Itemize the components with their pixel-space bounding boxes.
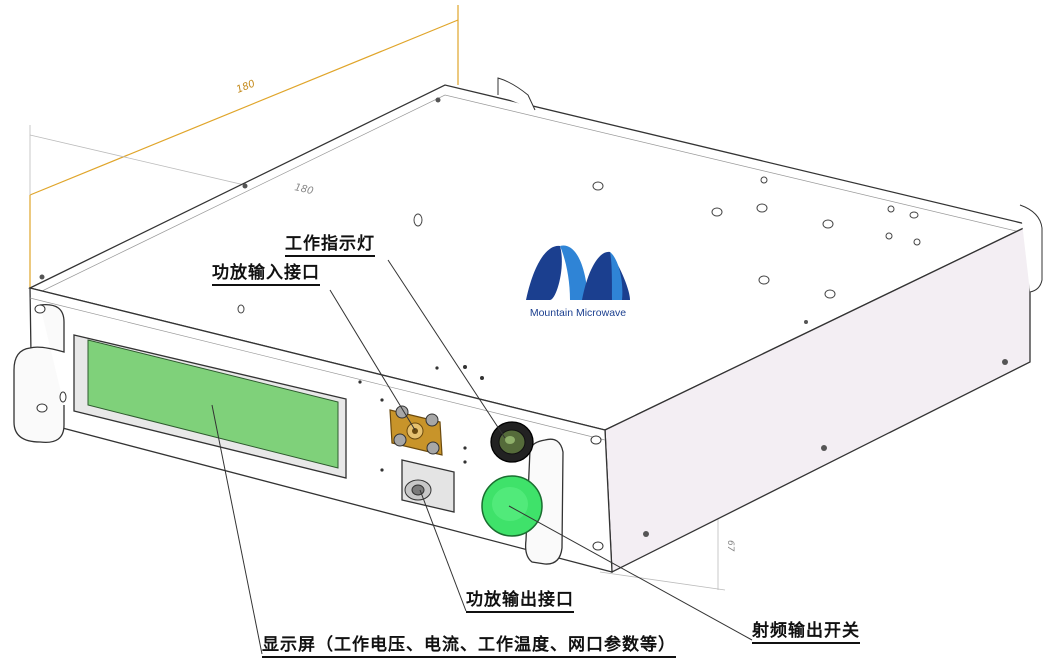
label-input-port: 功放输入接口	[212, 265, 320, 286]
top-holes	[237, 176, 921, 314]
label-output-port: 功放输出接口	[466, 592, 574, 613]
label-rf-switch: 射频输出开关	[752, 623, 860, 644]
dimension-lines	[29, 5, 459, 288]
rf-output-button	[481, 475, 543, 537]
indicator-light	[490, 421, 534, 463]
leader-lines	[211, 259, 753, 655]
dimension-width: 180	[293, 182, 314, 197]
label-indicator-light: 工作指示灯	[285, 236, 375, 257]
dimension-height: 67	[725, 540, 735, 552]
input-port	[389, 405, 443, 456]
left-handle	[13, 303, 65, 444]
display-screen	[87, 339, 339, 469]
dimension-length: 180	[235, 78, 257, 95]
mountain-microwave-logo	[526, 245, 630, 300]
label-display: 显示屏（工作电压、电流、工作温度、网口参数等）	[262, 637, 676, 658]
logo-label: Mountain Microwave	[530, 307, 626, 319]
output-port	[401, 459, 455, 513]
